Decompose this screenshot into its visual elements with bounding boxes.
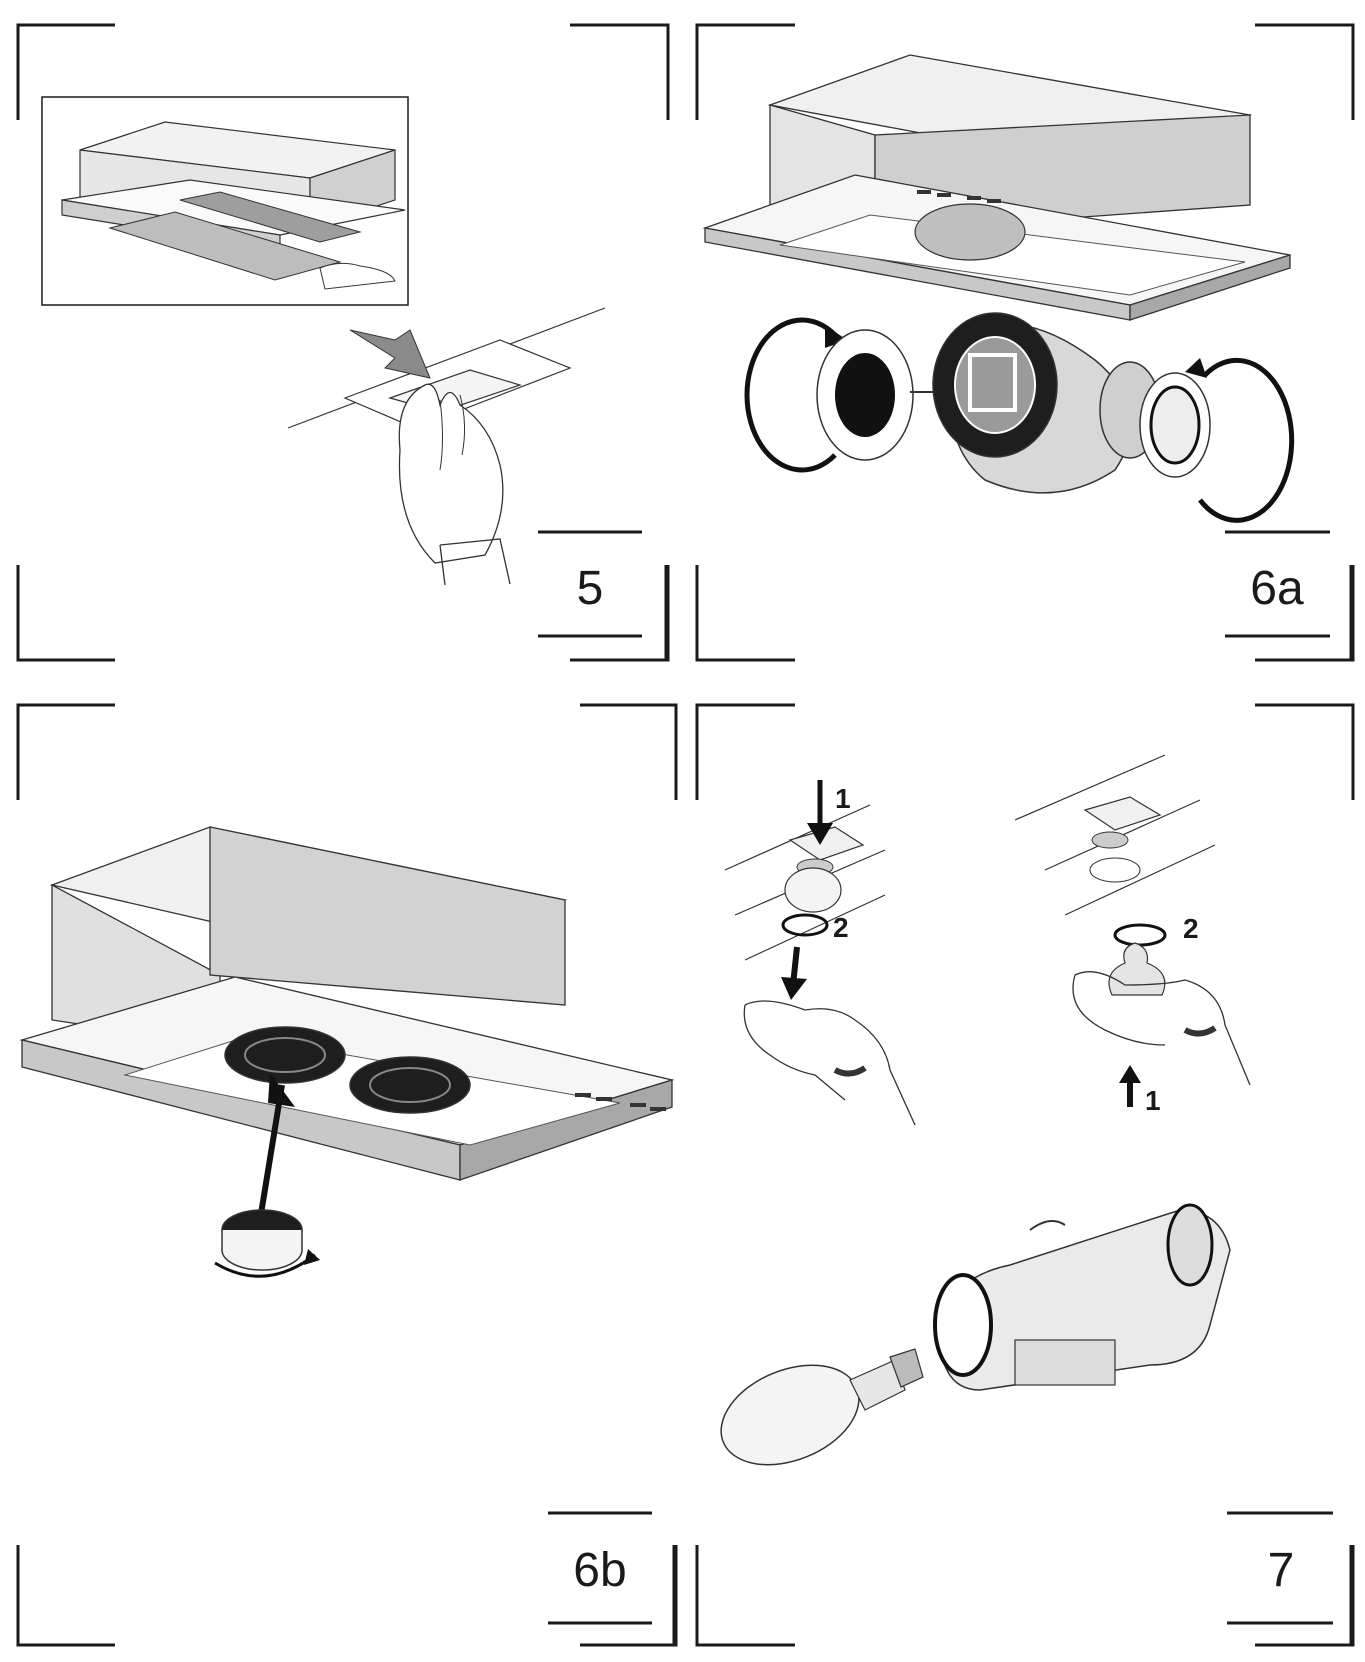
insert-arrow-icon	[268, 1073, 295, 1107]
step-label: 1	[1145, 1085, 1161, 1116]
corner-marks	[695, 703, 1355, 1647]
hand-icon	[1072, 971, 1251, 1086]
step-label: 2	[833, 912, 849, 943]
lamp-install-right: 2 1	[1014, 754, 1251, 1116]
carbon-filter-icon	[349, 1056, 471, 1114]
figure-7-illustration: 1 2 2 1	[695, 703, 1355, 1647]
figure-6a-illustration	[695, 23, 1355, 662]
hood-with-motor	[702, 54, 1291, 321]
fan-wheel-icon	[835, 353, 895, 437]
figure-7-panel: 1 2 2 1	[685, 675, 1365, 1662]
hood-with-filters	[19, 826, 675, 1181]
bulb-icon	[720, 1364, 860, 1466]
figure-label-6b: 6b	[573, 1544, 627, 1597]
step-label: 1	[835, 783, 851, 814]
carbon-filter-icon	[224, 1026, 346, 1084]
rotate-arrow-icon	[1113, 923, 1167, 947]
hand-icon	[398, 383, 504, 564]
lamp-removal-left: 1 2	[724, 780, 916, 1126]
figure-label-6a: 6a	[1250, 562, 1304, 615]
corner-marks	[16, 23, 670, 662]
figure-label-7: 7	[1267, 1544, 1295, 1597]
hand-icon	[743, 1000, 916, 1126]
push-button-diagram	[287, 307, 606, 586]
rotate-arrow-icon	[781, 913, 829, 937]
filter-install-diagram	[214, 1073, 320, 1278]
bulb-and-socket	[720, 1203, 1231, 1466]
figure-5-panel: 5	[0, 0, 680, 668]
down-arrow-icon	[781, 977, 807, 1000]
corner-marks	[695, 23, 1355, 662]
figure-5-illustration	[16, 23, 670, 662]
figure-6b-panel: 6b	[0, 675, 680, 1662]
figure-label-5: 5	[576, 562, 604, 615]
push-arrow-icon	[349, 329, 431, 379]
blower-motor-exploded	[744, 312, 1295, 523]
rotate-arrow-left-icon	[744, 317, 837, 473]
corner-marks	[16, 703, 678, 1647]
twist-arrow-icon	[214, 1253, 316, 1278]
inset-hood-pull-out	[41, 96, 409, 306]
step-label: 2	[1183, 913, 1199, 944]
figure-6b-illustration	[16, 703, 678, 1647]
lamp-socket-icon	[938, 1209, 1231, 1391]
figure-6a-panel: 6a	[685, 0, 1365, 668]
rotate-arrow-right-icon	[1198, 357, 1295, 523]
up-arrow-icon	[1119, 1065, 1141, 1083]
